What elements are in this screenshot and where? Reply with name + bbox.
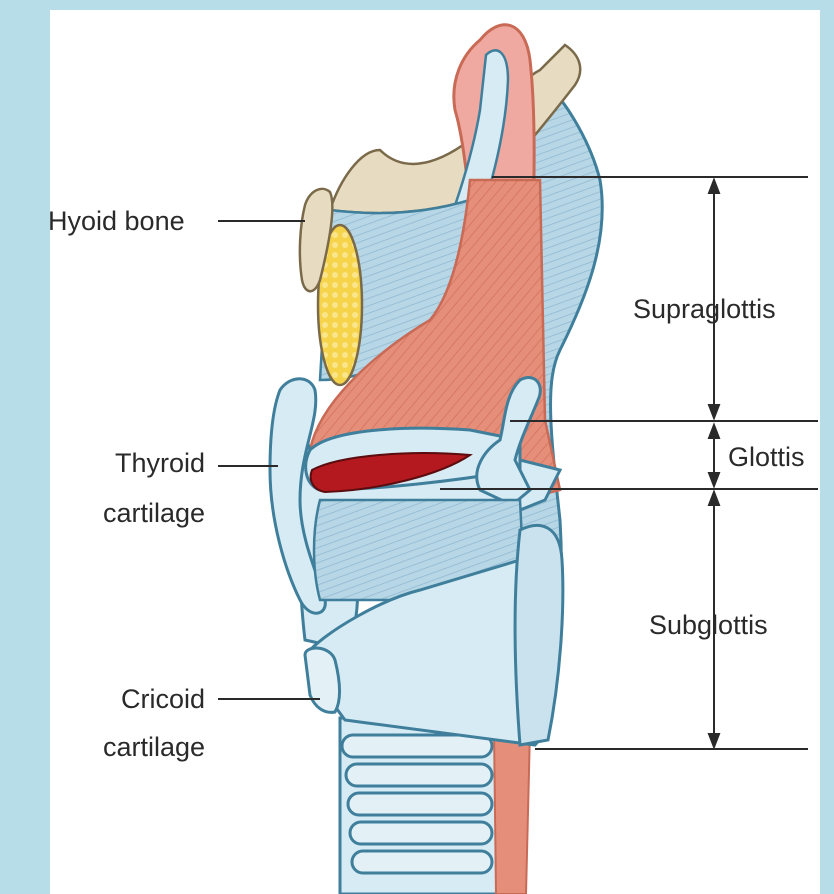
- cricoid-arch: [305, 648, 340, 712]
- trachea: [340, 718, 530, 894]
- label-subglottis: Subglottis: [649, 610, 768, 640]
- label-thyroid-cartilage-line1: Thyroid: [115, 448, 205, 478]
- esophagus: [494, 730, 530, 894]
- diagram-panel: Hyoid bone Thyroid cartilage Cricoid car…: [50, 10, 820, 894]
- label-thyroid-cartilage-line2: cartilage: [103, 498, 205, 528]
- level-arrows: [709, 180, 719, 747]
- trachea-rings: [342, 735, 492, 873]
- label-glottis: Glottis: [728, 442, 805, 472]
- label-cricoid-cartilage-line2: cartilage: [103, 732, 205, 762]
- larynx-diagram: Hyoid bone Thyroid cartilage Cricoid car…: [50, 10, 820, 894]
- label-hyoid-bone: Hyoid bone: [50, 206, 185, 236]
- label-supraglottis: Supraglottis: [633, 294, 776, 324]
- label-cricoid-cartilage-line1: Cricoid: [121, 684, 205, 714]
- posterior-cricoid-plate: [515, 525, 563, 745]
